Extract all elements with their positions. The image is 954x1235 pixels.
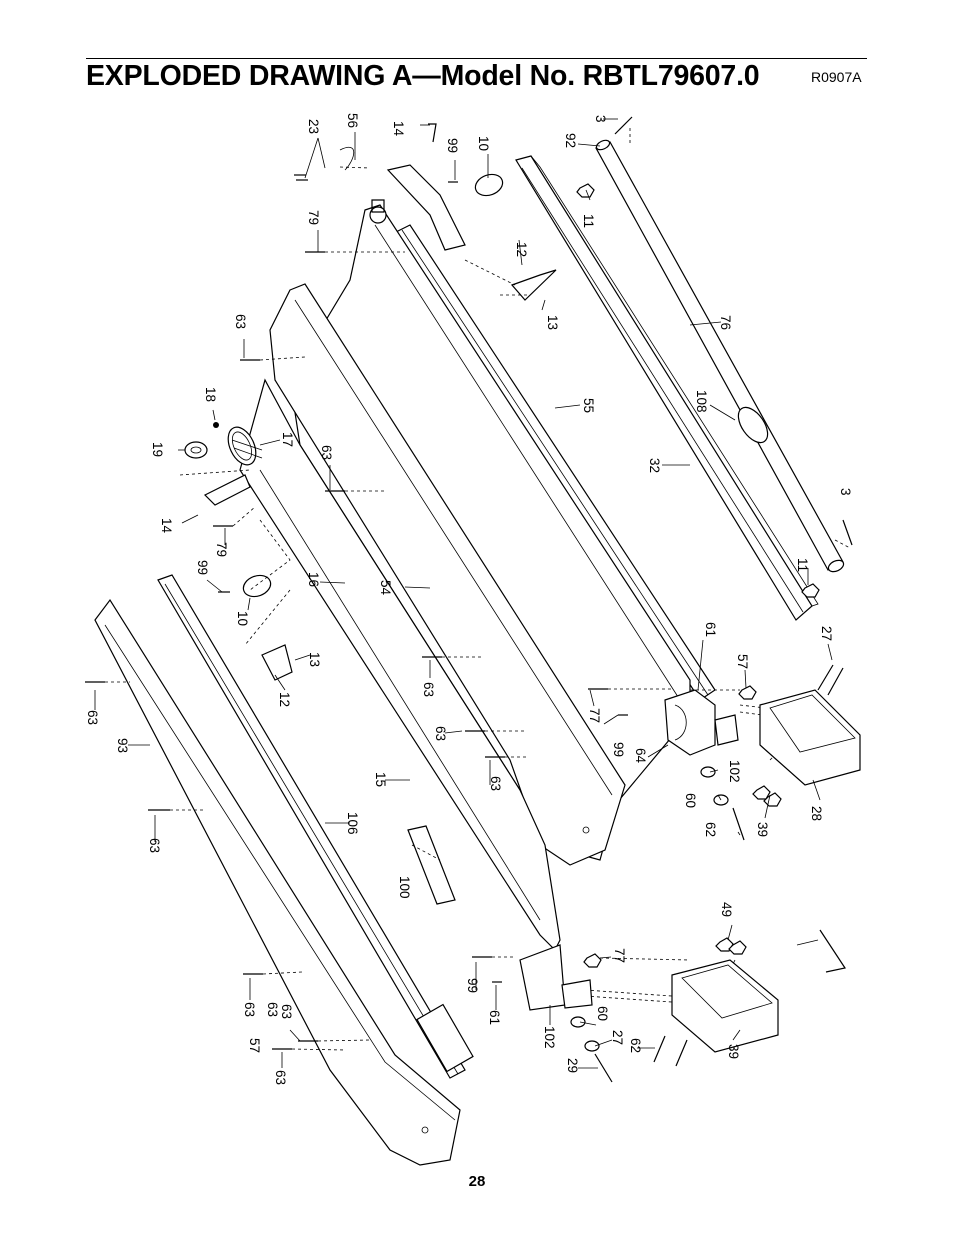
header-rule: [86, 58, 867, 59]
callout-102-lower: 60: [595, 1006, 610, 1021]
callout-57-right: 57: [735, 654, 750, 669]
drawing-code: R0907A: [811, 69, 862, 85]
callout-3-top: 3: [593, 115, 608, 123]
callout-63-j: 63: [273, 1070, 288, 1085]
callout-63-e: 63: [488, 776, 503, 791]
callout-63-l: 57: [247, 1038, 262, 1053]
callout-63-h: 63: [242, 1002, 257, 1017]
callout-93: 93: [115, 738, 130, 753]
roller-17: [227, 426, 263, 466]
bracket-61-lower: [519, 944, 593, 1011]
right-cover-end: [582, 826, 590, 834]
callout-77-lower: 99: [465, 978, 480, 993]
callout-23: 23: [306, 119, 321, 134]
callout-labels: 3 92 11 76 108 32 3 11 27 57 61 99 77 64…: [85, 113, 853, 1085]
callout-99-right: 99: [611, 742, 626, 757]
callout-64: 64: [633, 748, 648, 764]
callout-99-lower: 61: [487, 1010, 502, 1025]
rail-32: [515, 155, 819, 621]
callout-27-lower: 62: [628, 1038, 643, 1053]
callout-15: 15: [373, 772, 388, 787]
callout-106: 106: [345, 812, 360, 835]
bracket-61-right: [714, 714, 739, 746]
callout-63-b: 63: [319, 445, 334, 460]
foot-28: [759, 689, 861, 786]
callout-14-top: 14: [391, 121, 406, 137]
page-number: 28: [468, 1173, 486, 1190]
callout-55: 55: [581, 398, 596, 413]
callout-100: 100: [397, 876, 412, 899]
callout-13-left: 13: [307, 652, 322, 667]
tube-76: [595, 139, 845, 573]
hex-key-49: [819, 929, 846, 973]
hardware: [85, 116, 853, 1083]
callout-12-left: 12: [277, 692, 292, 707]
callout-61-lower: 102: [542, 1026, 557, 1049]
callout-77-right: 77: [587, 708, 602, 723]
callout-63-f: 63: [85, 710, 100, 725]
callout-11-right: 11: [795, 558, 810, 572]
callout-28: 28: [809, 806, 824, 821]
callout-63-g: 63: [147, 838, 162, 853]
platform-15-16: [239, 283, 626, 952]
callout-62-right: 62: [703, 822, 718, 837]
label-100: [407, 825, 456, 905]
callout-19: 19: [150, 442, 165, 457]
left-rail-106: [157, 574, 474, 1079]
callout-60-lower: 27: [610, 1030, 625, 1045]
callout-79-left: 79: [214, 542, 229, 557]
callout-16: 16: [306, 572, 321, 587]
callout-13-right: 13: [545, 315, 560, 330]
callout-39-lower: 49: [719, 902, 734, 917]
callout-56: 56: [345, 113, 360, 128]
callout-63-c: 63: [421, 682, 436, 697]
page-title: EXPLODED DRAWING A—Model No. RBTL79607.0: [86, 60, 760, 92]
bracket-64: [664, 689, 716, 756]
callout-76: 76: [718, 315, 733, 330]
callout-57-lower: 77: [612, 948, 627, 963]
callout-27-right: 27: [819, 626, 834, 641]
callout-99-left: 99: [195, 560, 210, 575]
callout-11-top: 11: [581, 214, 596, 228]
callout-10-top: 10: [476, 136, 491, 151]
callout-63-a: 63: [233, 314, 248, 329]
callout-60-right: 60: [683, 793, 698, 808]
callout-32: 32: [647, 458, 662, 473]
callout-54: 54: [378, 580, 393, 596]
callout-102-right: 102: [727, 760, 742, 783]
callout-18: 18: [203, 387, 218, 402]
callout-14-left: 14: [159, 518, 174, 534]
callout-99-top: 99: [445, 138, 460, 153]
callout-29: 39: [726, 1044, 741, 1059]
callout-10-left: 10: [235, 611, 250, 626]
callout-63-i: 63: [279, 1004, 294, 1019]
left-cover-93: [94, 598, 461, 1166]
foot-29: [671, 959, 779, 1053]
callout-17: 17: [280, 432, 295, 447]
callout-63-d: 63: [433, 726, 448, 741]
callout-108: 108: [694, 390, 709, 413]
callout-63-k: 63: [265, 1002, 280, 1017]
callout-3-right: 3: [838, 488, 853, 496]
leader-lines: [94, 118, 833, 1069]
callout-61-right: 61: [703, 622, 718, 637]
callout-12-right: 12: [514, 242, 529, 257]
callout-62-lower: 29: [565, 1058, 580, 1073]
callout-79-top: 79: [306, 210, 321, 225]
callout-92: 92: [563, 133, 578, 148]
callout-39-right: 39: [755, 822, 770, 837]
